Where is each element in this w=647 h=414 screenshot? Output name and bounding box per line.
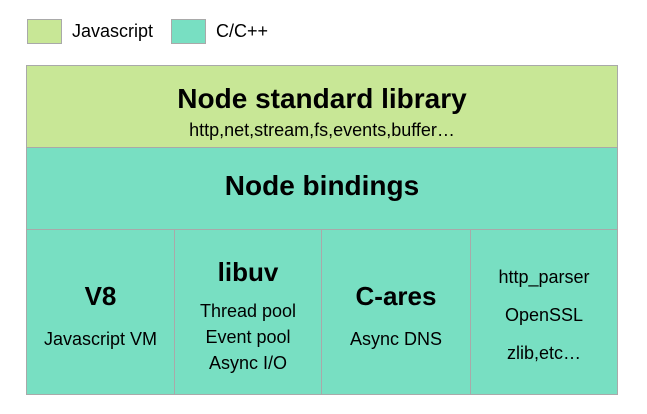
dependency-c-ares-description: Async DNS — [349, 329, 443, 349]
dependency-libuv-async-io: Async I/O — [208, 353, 288, 373]
dependency-other-libraries: http_parser OpenSSL zlib,etc… — [470, 230, 617, 394]
dependency-v8-name: V8 — [84, 281, 117, 311]
dependency-openssl: OpenSSL — [504, 305, 584, 325]
legend-swatch-cpp — [171, 18, 207, 44]
node-standard-library-layer: Node standard library http,net,stream,fs… — [27, 66, 617, 148]
legend-item-javascript: Javascript — [27, 18, 154, 44]
architecture-stack: Node standard library http,net,stream,fs… — [26, 65, 618, 395]
node-bindings-layer: Node bindings — [27, 148, 617, 230]
legend: Javascript C/C++ — [27, 18, 286, 44]
dependency-libuv-thread-pool: Thread pool — [199, 301, 297, 321]
dependency-libuv-event-pool: Event pool — [205, 327, 291, 347]
legend-label-cpp: C/C++ — [216, 20, 269, 41]
dependency-v8: V8 Javascript VM — [27, 230, 174, 394]
legend-label-javascript: Javascript — [72, 20, 154, 41]
dependency-libuv: libuv Thread pool Event pool Async I/O — [174, 230, 321, 394]
dependency-v8-description: Javascript VM — [43, 329, 158, 349]
dependency-http-parser: http_parser — [498, 267, 590, 287]
node-standard-library-modules: http,net,stream,fs,events,buffer… — [189, 120, 455, 140]
node-bindings-title: Node bindings — [224, 170, 420, 201]
dependencies-layer: V8 Javascript VM libuv Thread pool Event… — [27, 230, 617, 394]
dependency-c-ares-name: C-ares — [355, 281, 437, 311]
legend-swatch-javascript — [27, 18, 62, 44]
dependency-c-ares: C-ares Async DNS — [321, 230, 470, 394]
node-standard-library-title: Node standard library — [177, 83, 467, 114]
dependency-zlib-etc: zlib,etc… — [506, 343, 582, 363]
legend-item-cpp: C/C++ — [171, 18, 269, 44]
dependency-libuv-name: libuv — [217, 257, 279, 287]
